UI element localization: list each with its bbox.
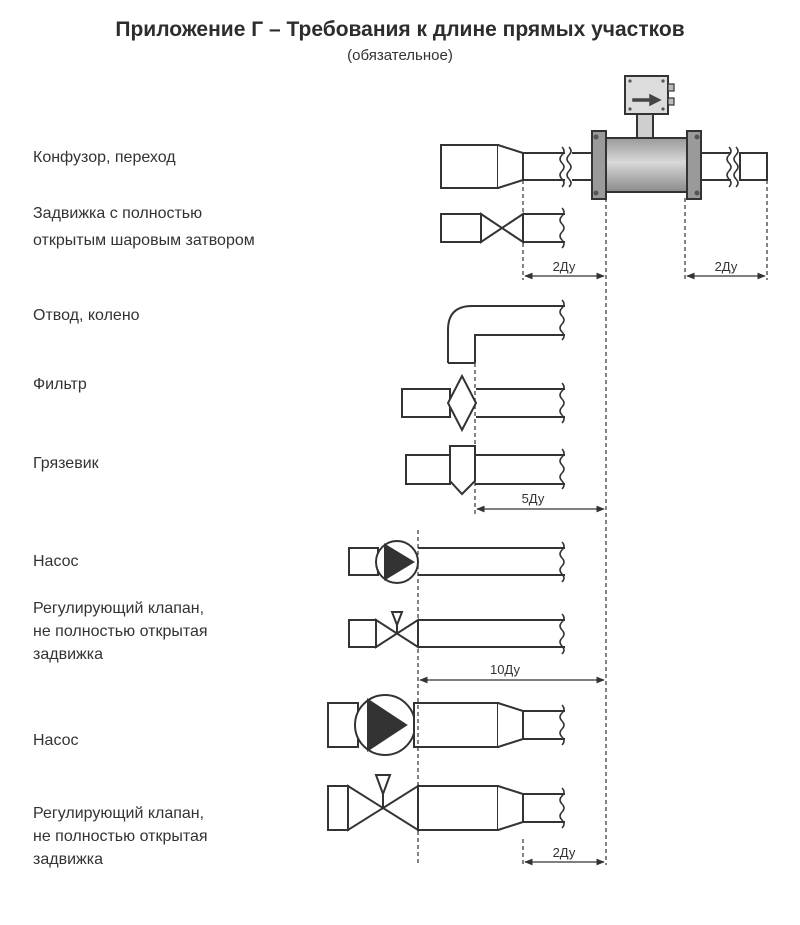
- label-klapan-1-line1: Регулирующий клапан,: [33, 600, 205, 617]
- page-subtitle: (обязательное): [347, 47, 453, 64]
- dim-label-downstream: 2Ду: [715, 259, 738, 274]
- ball-valve-icon: [440, 207, 565, 249]
- label-zadvizhka-line1: Задвижка с полностью: [33, 205, 203, 222]
- pump-large-icon: [327, 694, 565, 756]
- extension-lines: [417, 180, 768, 865]
- dim-label-bottom: 2Ду: [553, 845, 576, 860]
- page-title: Приложение Г – Требования к длине прямых…: [115, 18, 685, 41]
- confuser-pipe: [440, 144, 597, 189]
- label-klapan-1-line3: задвижка: [33, 646, 103, 663]
- flowmeter-icon: [591, 75, 702, 200]
- dim-label-10du: 10Ду: [490, 662, 521, 677]
- control-valve-large-icon: [327, 774, 565, 832]
- control-valve-small-icon: [348, 611, 565, 655]
- elbow-icon: [447, 299, 565, 364]
- filter-icon: [401, 373, 565, 433]
- pump-small-icon: [348, 540, 565, 584]
- label-nasos-2: Насос: [33, 732, 79, 749]
- label-filtr: Фильтр: [33, 376, 87, 393]
- dim-label-5du: 5Ду: [522, 491, 545, 506]
- dim-label-upstream: 2Ду: [553, 259, 576, 274]
- label-gryazevik: Грязевик: [33, 455, 99, 472]
- label-konfuzor: Конфузор, переход: [33, 149, 176, 166]
- label-klapan-2-line1: Регулирующий клапан,: [33, 805, 205, 822]
- label-klapan-2-line2: не полностью открытая: [33, 828, 208, 845]
- label-otvod: Отвод, колено: [33, 307, 140, 324]
- label-klapan-1-line2: не полностью открытая: [33, 623, 208, 640]
- label-klapan-2-line3: задвижка: [33, 851, 103, 868]
- label-nasos-1: Насос: [33, 553, 79, 570]
- downstream-pipe: [701, 146, 768, 188]
- mud-trap-icon: [405, 445, 565, 496]
- label-zadvizhka-line2: открытым шаровым затвором: [33, 232, 255, 249]
